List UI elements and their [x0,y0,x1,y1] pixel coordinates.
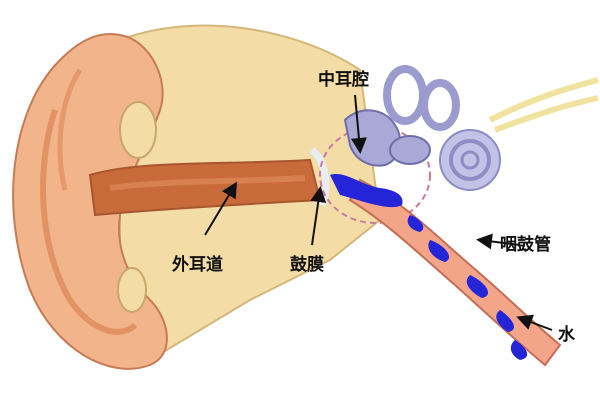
water-tube-3 [466,275,489,298]
label-eardrum: 鼓膜 [290,254,324,275]
ear-canal-highlight [109,175,306,191]
cartilage-lower [117,267,147,313]
water-tube-1 [407,215,424,232]
cartilage-upper [119,101,157,159]
vestibule [389,135,431,165]
water-tube-5 [510,340,528,360]
arrow-water [516,314,553,331]
label-eustachian-tube: 咽鼓管 [500,234,551,255]
label-water: 水 [558,324,576,345]
auricle-helix-shadow [57,68,83,191]
label-middle-ear: 中耳腔 [318,69,369,90]
semicircular-canal-1 [383,65,427,125]
arrow-eustachian-tube [476,233,521,250]
auricle-inner-fold [40,109,138,335]
arrow-ear-canal [204,181,238,236]
water-tube-2 [428,240,450,262]
semicircular-canal-2 [420,79,460,131]
cochlea-mid [449,139,491,181]
water-tube-4 [496,310,514,332]
cochlea-outer [439,129,501,191]
arrow-eardrum [310,186,327,246]
arrow-middle-ear [350,94,367,154]
water-middle-ear [330,173,403,208]
nerve-fibers [488,77,599,133]
eustachian-tube [348,178,562,367]
label-ear-canal: 外耳道 [172,254,223,275]
cochlea-inner [460,150,480,170]
